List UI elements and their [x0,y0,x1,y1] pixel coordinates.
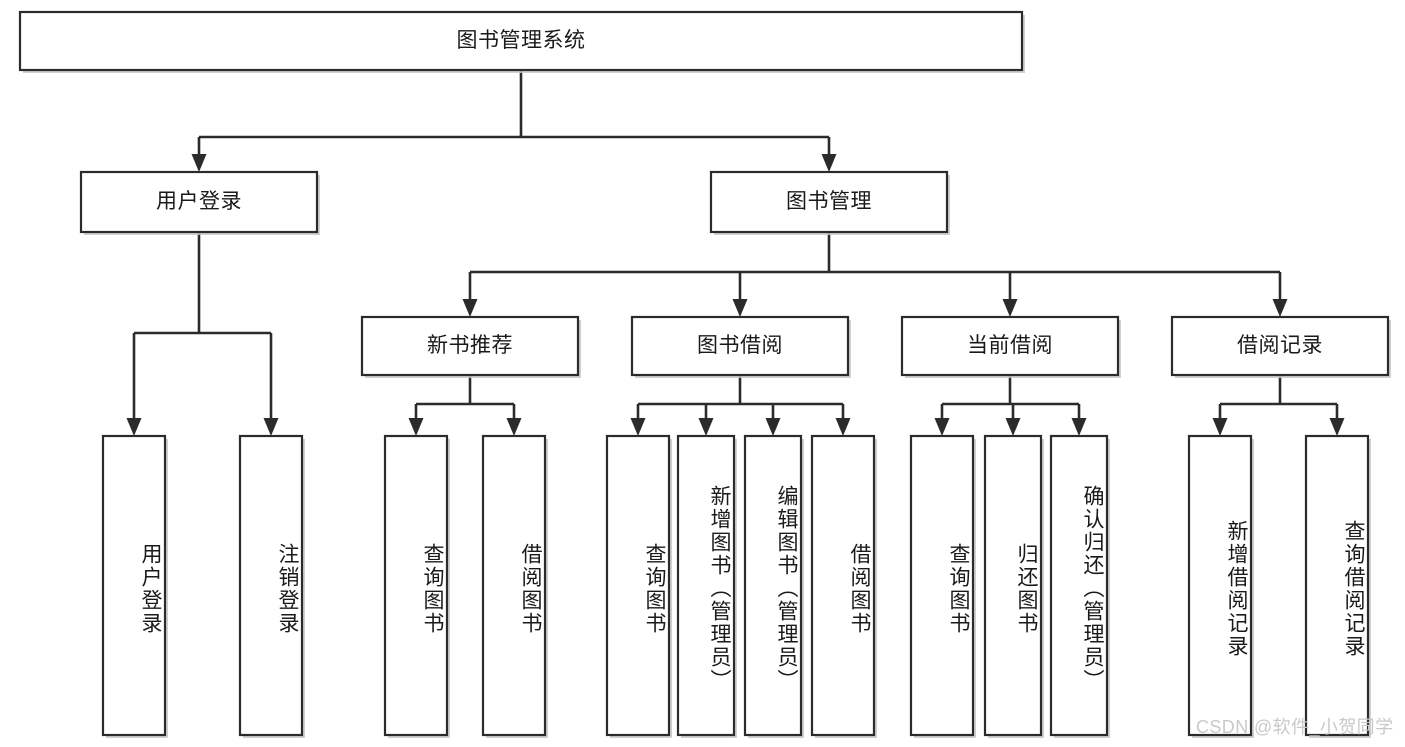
node-box-borrow[interactable] [630,315,850,377]
node-box-l_query1[interactable] [383,434,449,737]
arrow-head-icon [821,154,837,172]
arrow-head-icon [1005,418,1021,436]
node-box-l_userlogin[interactable] [101,434,167,737]
node-box-l_queryrec[interactable] [1304,434,1370,737]
arrow-head-icon [1071,418,1087,436]
arrow-head-icon [263,418,279,436]
node-box-current[interactable] [900,315,1120,377]
arrow-head-icon [506,418,522,436]
arrow-head-icon [698,418,714,436]
node-box-l_confirm[interactable] [1049,434,1109,737]
arrow-head-icon [1002,299,1018,317]
arrow-head-icon [126,418,142,436]
arrow-head-icon [191,154,207,172]
arrow-head-icon [462,299,478,317]
nodes-layer [18,10,1391,738]
arrow-head-icon [732,299,748,317]
arrow-head-icon [835,418,851,436]
node-box-l_edit[interactable] [743,434,803,737]
arrow-head-icon [934,418,950,436]
node-box-l_borrow2[interactable] [810,434,876,737]
arrow-head-icon [630,418,646,436]
node-box-l_logout[interactable] [238,434,304,737]
edges-layer [126,70,1345,436]
node-box-l_borrow1[interactable] [481,434,547,737]
node-box-newbook[interactable] [360,315,580,377]
node-box-records[interactable] [1170,315,1390,377]
arrow-head-icon [1272,299,1288,317]
node-box-l_query3[interactable] [909,434,975,737]
node-box-l_return[interactable] [983,434,1043,737]
node-box-login[interactable] [79,170,319,234]
arrow-head-icon [1212,418,1228,436]
arrow-head-icon [1329,418,1345,436]
node-box-root[interactable] [18,10,1024,72]
node-box-l_addrec[interactable] [1187,434,1253,737]
node-box-l_add[interactable] [676,434,736,737]
node-box-l_query2[interactable] [605,434,671,737]
node-box-bookmgmt[interactable] [709,170,949,234]
arrow-head-icon [765,418,781,436]
arrow-head-icon [408,418,424,436]
